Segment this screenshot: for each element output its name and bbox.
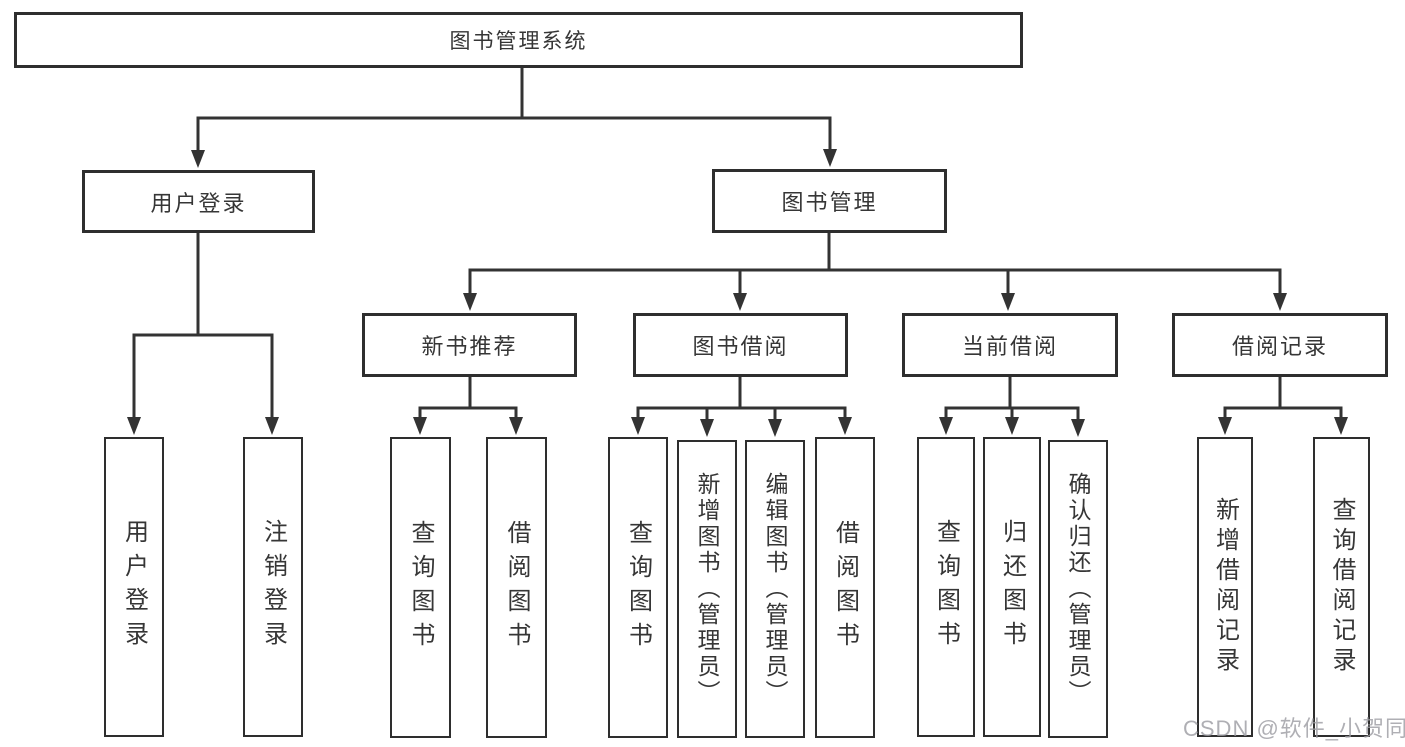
node-library-system: 图书管理系统: [14, 12, 1023, 68]
node-current-borrowing: 当前借阅: [902, 313, 1118, 377]
node-user-login: 用户登录: [82, 170, 315, 233]
node-book-management: 图书管理: [712, 169, 947, 233]
leaf-query-books-1: 查询图书: [390, 437, 451, 738]
leaf-add-book-admin: 新增图书（管理员）: [677, 440, 737, 738]
leaf-query-books-3: 查询图书: [917, 437, 975, 737]
watermark: CSDN @软件_小贺同学: [1183, 716, 1405, 741]
leaf-return-book: 归还图书: [983, 437, 1041, 737]
leaf-add-borrow-record: 新增借阅记录: [1197, 437, 1253, 737]
node-book-borrowing: 图书借阅: [633, 313, 848, 377]
node-new-book-recommend: 新书推荐: [362, 313, 577, 377]
leaf-query-borrow-record: 查询借阅记录: [1313, 437, 1370, 737]
leaf-borrow-books-1: 借阅图书: [486, 437, 547, 738]
node-borrowing-records: 借阅记录: [1172, 313, 1388, 377]
leaf-confirm-return-admin: 确认归还（管理员）: [1048, 440, 1108, 738]
leaf-borrow-books-2: 借阅图书: [815, 437, 875, 738]
leaf-query-books-2: 查询图书: [608, 437, 668, 738]
leaf-edit-book-admin: 编辑图书（管理员）: [745, 440, 805, 738]
leaf-logout: 注销登录: [243, 437, 303, 737]
leaf-user-login: 用户登录: [104, 437, 164, 737]
